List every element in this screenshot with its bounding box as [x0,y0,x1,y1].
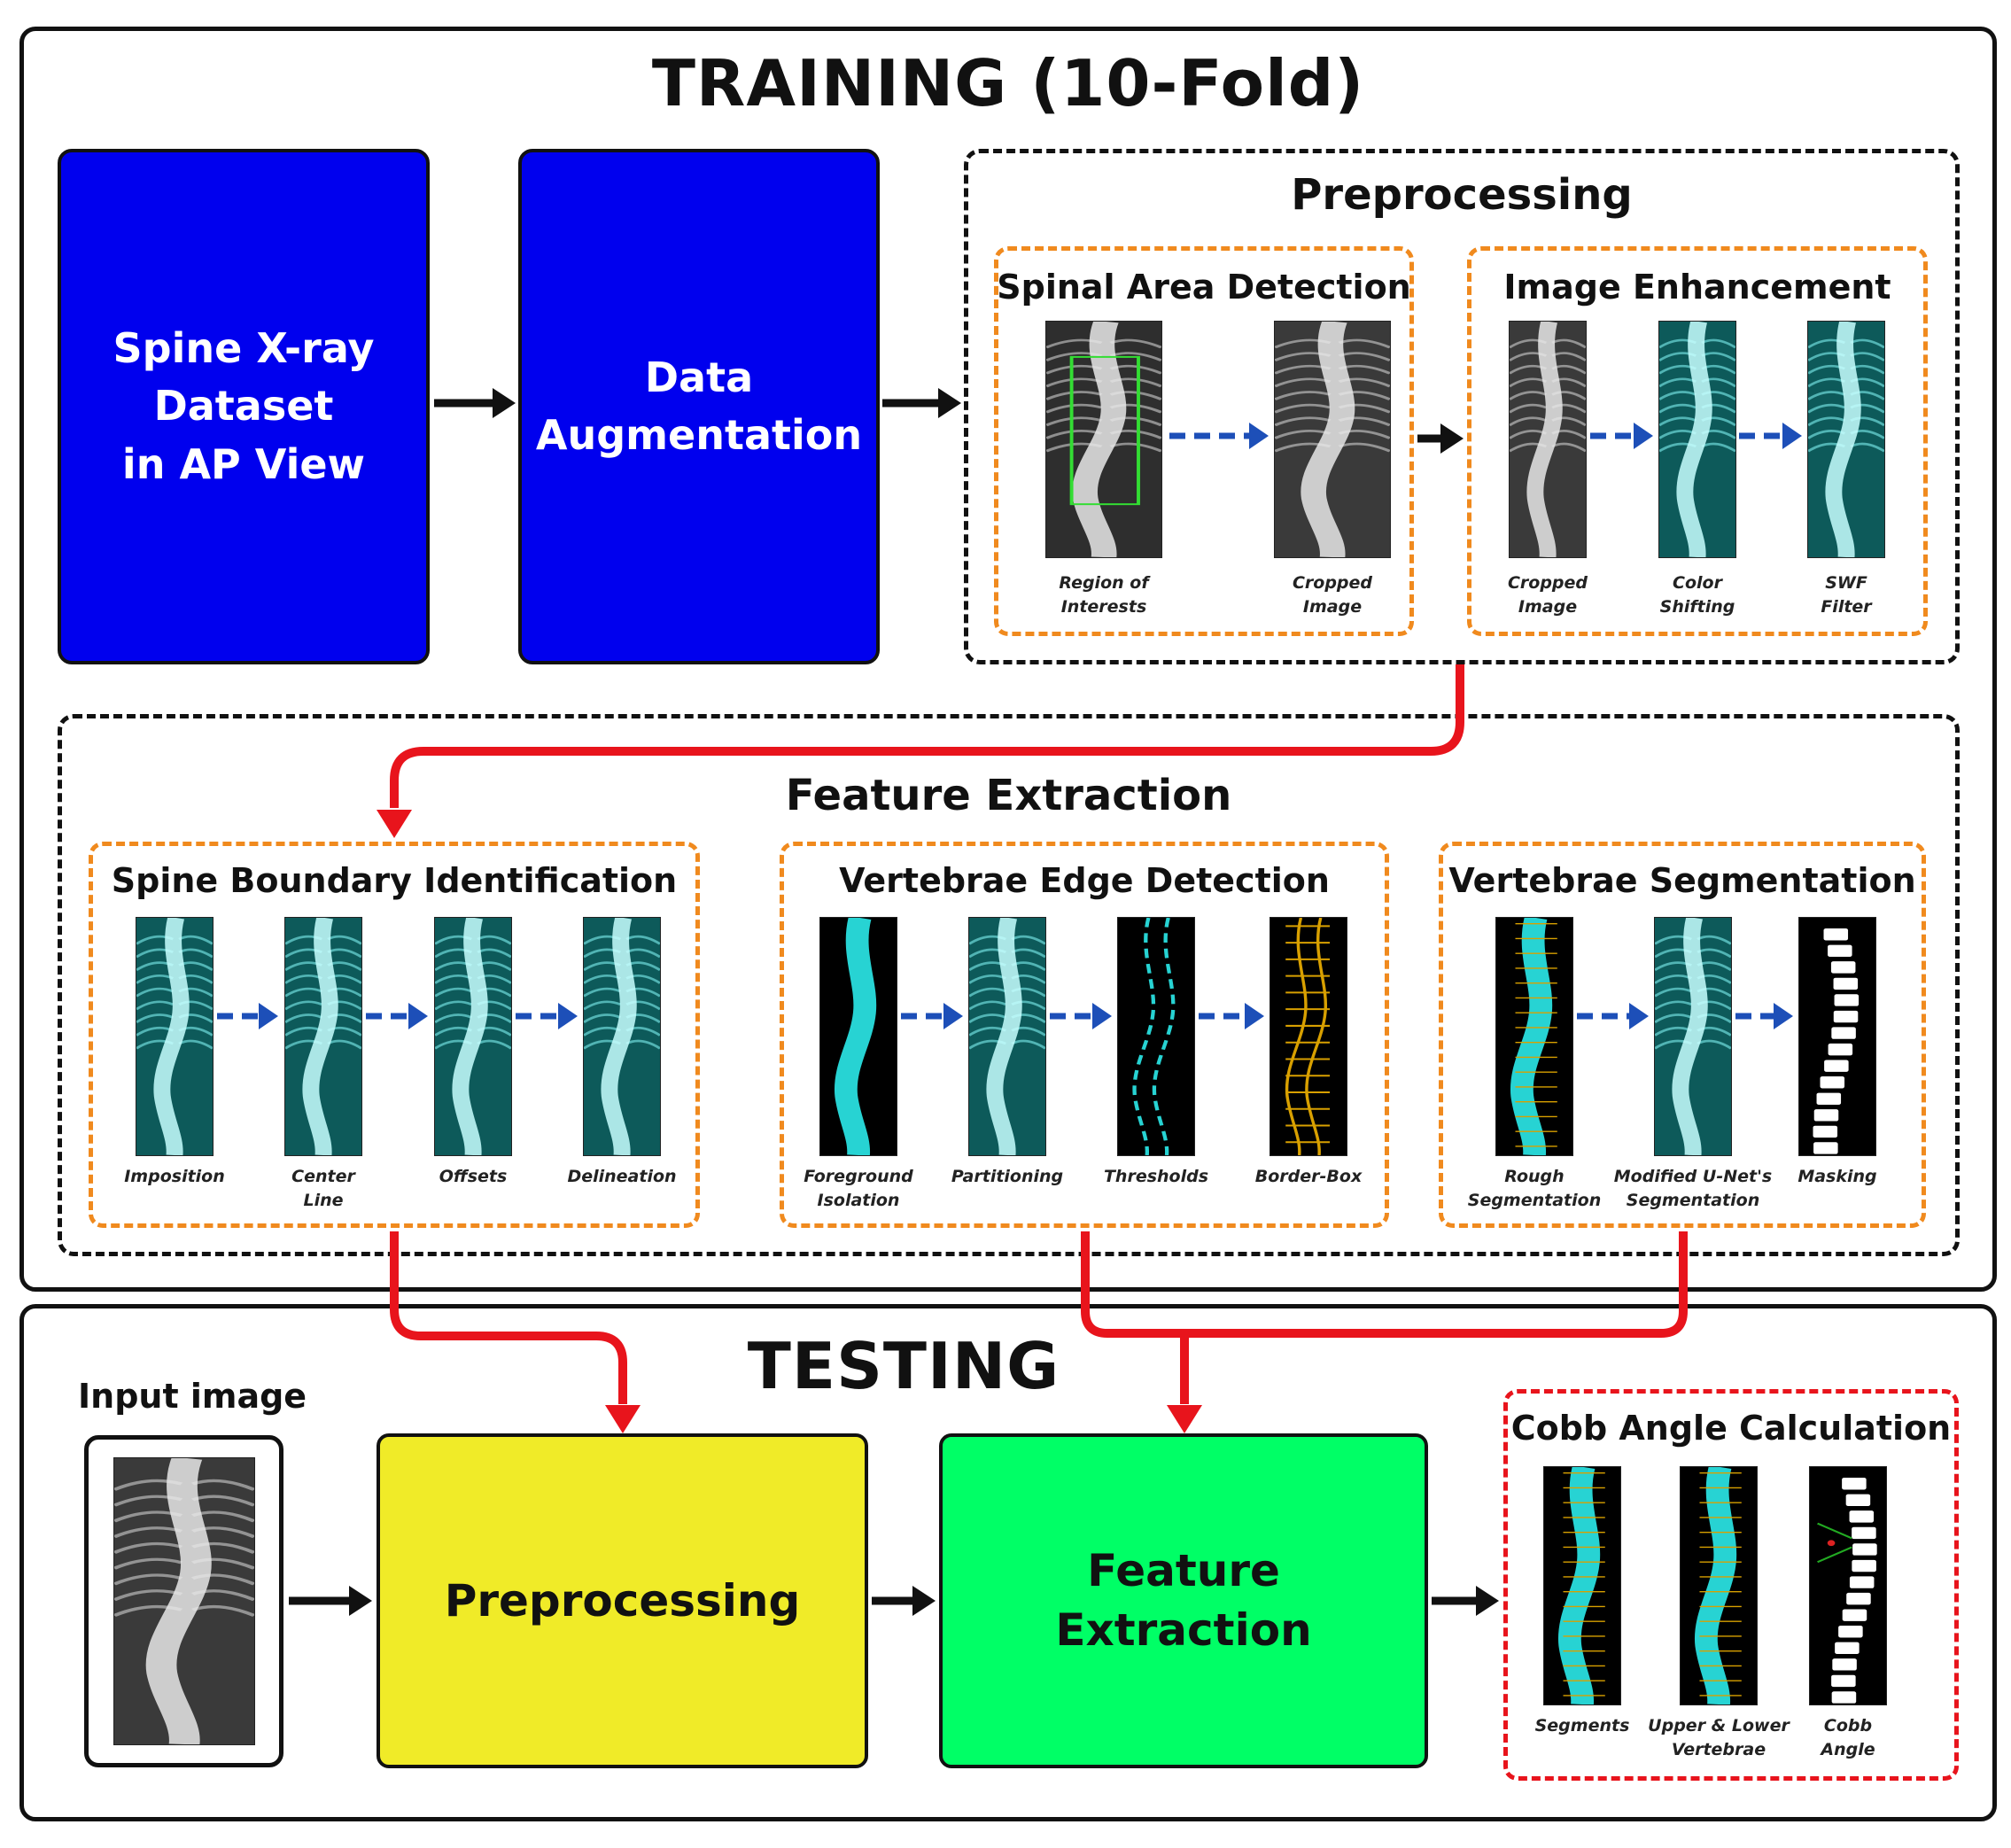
training-title: TRAINING (10-Fold) [651,46,1365,120]
arrow-color-to-swf-head [1782,423,1802,449]
feature-extraction-title: Feature Extraction [785,771,1232,820]
enhancement-title: Image Enhancement [1503,268,1891,307]
test-preprocessing-box: Preprocessing [377,1433,868,1768]
xray-thumbnail [434,917,512,1156]
red-head-feature [377,810,412,838]
xray-thumbnail [1654,917,1732,1156]
xray-thumbnail [1809,1466,1887,1705]
spinal-area-title: Spinal Area Detection [997,268,1411,307]
red-edge-seg-merge [1081,1231,1688,1338]
arrow-feature-to-cobb-head [1476,1586,1499,1616]
xray-thumbnail [1807,321,1885,558]
edge-title: Vertebrae Edge Detection [839,861,1330,900]
xray-thumbnail [1045,321,1162,558]
dataset-box: Spine X-ray Dataset in AP View [58,149,430,664]
red-head-test-feature [1167,1405,1202,1433]
xray-thumbnail [583,917,661,1156]
edge-group [780,842,1389,1228]
training-panel [19,27,1997,1292]
thumbnail-caption: Upper & Lower Vertebrae [1648,1716,1790,1759]
arrow-roi-to-cropped-head [1249,423,1269,449]
testing-panel [19,1304,1997,1821]
arrow-cropped-to-color-head [1634,423,1653,449]
thumbnail-caption: Region of Interests [1059,573,1149,617]
boundary-group [89,842,700,1228]
thumbnail-caption: Delineation [567,1167,677,1186]
thumbnail-caption: Modified U-Net's Segmentation [1613,1167,1773,1210]
xray-thumbnail [1543,1466,1621,1705]
thumbnail-caption: Border-Box [1254,1167,1363,1186]
segmentation-group [1439,842,1926,1228]
arrow-seg-step-1-head [1774,1003,1793,1029]
xray-thumbnail [1274,321,1391,558]
dataset-label: Spine X-ray Dataset in AP View [113,324,375,488]
thumbnail-caption: Segments [1534,1716,1630,1735]
arrow-edge-step-2-head [1245,1003,1264,1029]
thumbnail-caption: Center Line [291,1167,355,1210]
arrow-spinal-to-enhancement-head [1440,423,1464,454]
thumbnail-caption: Cobb Angle [1821,1716,1875,1759]
arrow-seg-step-0-head [1629,1003,1649,1029]
arrow-input-to-preprocessing-head [349,1586,372,1616]
test-feature-box: Feature Extraction [939,1433,1428,1768]
arrow-edge-step-0-head [943,1003,963,1029]
xray-thumbnail [136,917,214,1156]
preprocessing-group [964,149,1960,664]
preprocessing-title: Preprocessing [1291,170,1633,220]
arrow-boundary-step-2-head [558,1003,578,1029]
arrow-preprocessing-to-feature-head [912,1586,936,1616]
cobb-angle-title: Cobb Angle Calculation [1510,1409,1952,1448]
xray-thumbnail [284,917,362,1156]
xray-thumbnail [1117,917,1195,1156]
augmentation-box: Data Augmentation [518,149,880,664]
arrow-edge-step-1-head [1092,1003,1112,1029]
xray-thumbnail [1509,321,1587,558]
xray-thumbnail [1680,1466,1758,1705]
test-feature-label: Feature Extraction [1055,1544,1312,1657]
input-image-label: Input image [78,1377,307,1416]
thumbnail-caption: Imposition [124,1167,225,1186]
feature-extraction-group [58,714,1960,1256]
xray-thumbnail [819,917,897,1156]
red-boundary-to-test-preprocessing [390,1231,627,1404]
xray-thumbnail [968,917,1046,1156]
thumbnail-caption: SWF Filter [1821,573,1872,617]
thumbnail-caption: Offsets [439,1167,508,1186]
xray-thumbnail [1495,917,1573,1156]
segmentation-title: Vertebrae Segmentation [1448,861,1916,900]
arrow-augmentation-to-preprocessing-head [938,388,961,418]
testing-title: TESTING [747,1329,1060,1403]
arrow-boundary-step-0-head [259,1003,278,1029]
thumbnail-caption: Color Shifting [1659,573,1735,617]
augmentation-label: Data Augmentation [535,353,863,459]
thumbnail-caption: Rough Segmentation [1467,1167,1602,1210]
boundary-title: Spine Boundary Identification [111,861,678,900]
xray-thumbnail [1798,917,1876,1156]
xray-thumbnail [1269,917,1347,1156]
test-preprocessing-label: Preprocessing [444,1575,801,1627]
thumbnail-caption: Cropped Image [1507,573,1588,617]
thumbnail-caption: Masking [1797,1167,1877,1186]
thumbnail-caption: Cropped Image [1292,573,1373,617]
thumbnail-caption: Foreground Isolation [804,1167,913,1210]
enhancement-group [1467,246,1928,636]
input-xray-image [113,1457,255,1745]
arrow-dataset-to-augmentation-head [493,388,516,418]
red-preprocessing-to-feature [390,664,1464,808]
spinal-area-group [994,246,1414,636]
xray-thumbnail [1658,321,1736,558]
thumbnail-caption: Partitioning [951,1167,1064,1186]
arrow-boundary-step-1-head [408,1003,428,1029]
thumbnail-caption: Thresholds [1103,1167,1209,1186]
cobb-angle-group [1503,1389,1959,1781]
red-head-test-preprocessing [605,1405,641,1433]
